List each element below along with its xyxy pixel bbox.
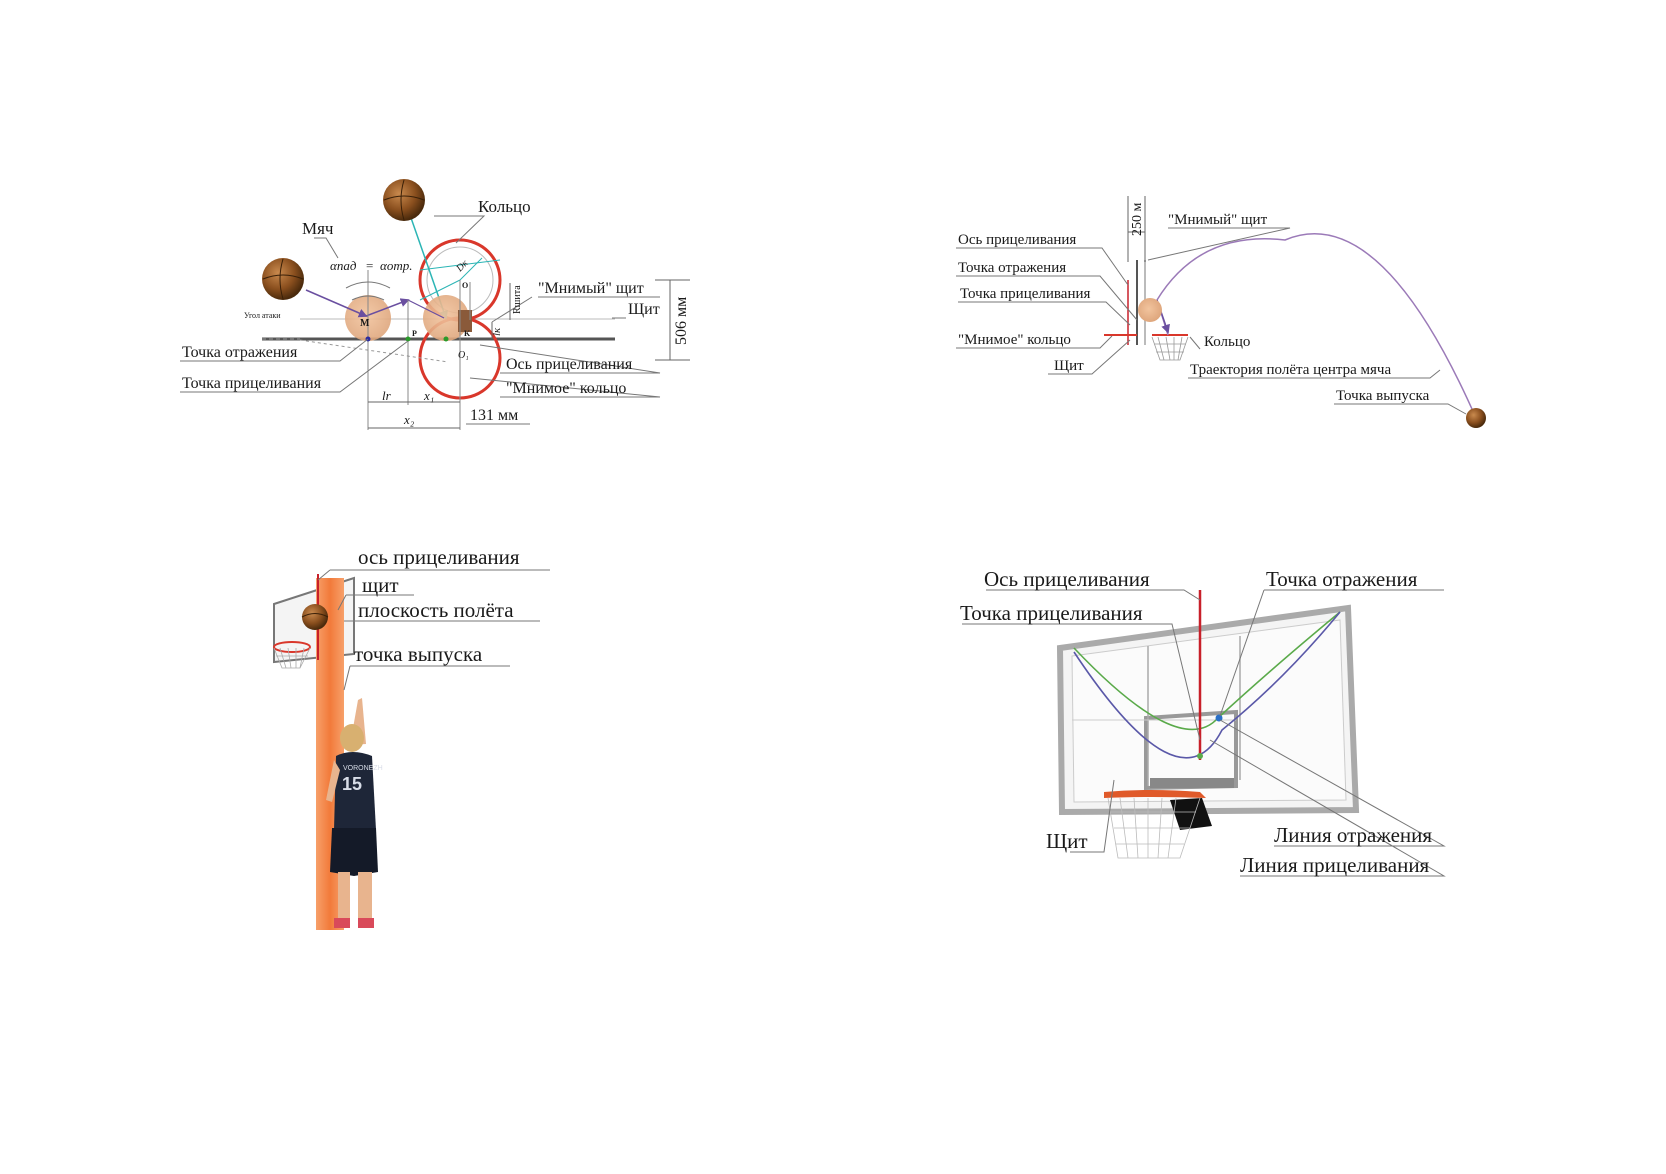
net [273,647,311,669]
diagram-reflection-geometry: Мяч Кольцо "Мнимый" щит Щит Точка отраже… [180,179,690,430]
label-virtual-board: "Мнимый" щит [538,280,644,297]
hoop [273,641,311,653]
label-sym-o: O [462,281,468,290]
label-release-point: точка выпуска [354,642,483,666]
label-board: Щит [628,301,660,318]
label-sym-p: P [412,329,417,338]
label-board: Щит [1046,829,1088,853]
label-dim-250: 250 м [1130,203,1145,237]
label-release-point: Точка выпуска [1336,388,1430,404]
net [1107,797,1201,859]
label-board: Щит [1054,358,1084,374]
label-sym-r: Rшита [512,285,523,314]
net [1151,336,1189,361]
label-board: щит [362,573,399,597]
jersey-number: 15 [342,774,362,794]
label-angle-attack: Угол атаки [244,311,281,320]
ball-top [383,179,425,221]
label-sym-lk: lк [491,327,503,336]
label-virtual-board: "Мнимый" щит [1168,212,1268,228]
diagram-player: VORONEZH 15 ось прицеливания щит плоскос… [273,545,550,930]
diagram-backboard: Ось прицеливания Точка отражения Точка п… [960,567,1446,877]
label-aiming-point: Точка прицеливания [960,286,1091,302]
label-ring: Кольцо [478,197,531,216]
label-aiming-axis: Ось прицеливания [506,356,633,373]
label-dim-131: 131 мм [470,407,518,424]
ghost-ball [1138,298,1162,322]
rim [1104,790,1206,798]
label-sym-x1: x₁ [423,388,434,403]
label-virtual-ring: "Мнимое" кольцо [506,380,626,397]
label-ball: Мяч [302,219,334,238]
label-alpha-pad: αпад [330,258,357,273]
label-sym-k: K [464,329,471,338]
ball-left [262,258,304,300]
label-trajectory: Траектория полёта центра мяча [1190,362,1391,378]
label-ring: Кольцо [1204,334,1250,350]
target-box [1144,709,1238,791]
label-reflection-point: Точка отражения [958,260,1066,276]
label-reflection-line: Линия отражения [1274,823,1432,847]
label-aiming-axis: ось прицеливания [358,545,520,569]
ghost-ball-k [423,295,469,341]
ball [302,604,328,630]
label-dim-506: 506 мм [673,297,690,345]
diagram-trajectory: 250 м "Мнимый" щит Ось прицеливания Точк… [956,196,1486,428]
label-aiming-line: Линия прицеливания [1240,853,1430,877]
player-figure: VORONEZH 15 [326,698,383,928]
label-aiming-point: Точка прицеливания [182,375,322,392]
label-sym-m: M [360,318,370,329]
label-reflection-point: Точка отражения [182,344,298,361]
label-sym-lr: lr [382,388,392,403]
label-reflection-point: Точка отражения [1266,567,1418,591]
release-ball [1466,408,1486,428]
label-aiming-axis: Ось прицеливания [984,567,1150,591]
jersey-name: VORONEZH [343,765,383,772]
label-alpha-otr: αотр. [380,258,412,273]
label-aiming-axis: Ось прицеливания [958,232,1076,248]
label-sym-x2: x₂ [403,412,415,427]
label-aiming-point: Точка прицеливания [960,601,1143,625]
label-eq: = [366,258,373,273]
label-sym-o1: O₁ [458,350,469,361]
label-flight-plane: плоскость полёта [358,598,514,622]
aiming-line-curve [1073,611,1341,759]
label-virtual-ring: "Мнимое" кольцо [958,332,1071,348]
